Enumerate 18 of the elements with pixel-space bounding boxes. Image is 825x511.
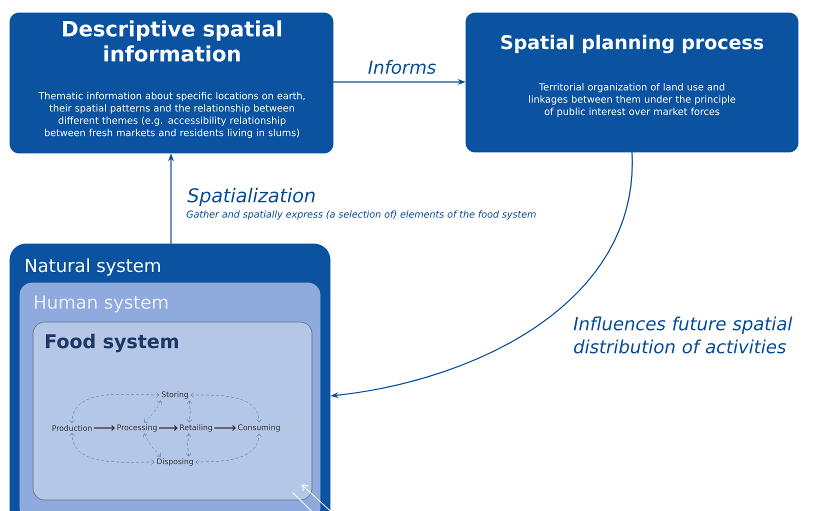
- arrow: [143, 433, 161, 457]
- arrow: [190, 392, 262, 422]
- arrow: [214, 425, 236, 431]
- arrow: [69, 432, 155, 465]
- arrow: [301, 484, 331, 511]
- edge-label: Influences future spatial distribution of activities: [574, 316, 792, 354]
- process-box: Spatial planning process Territorial organization of land use and linkages between them under the principle of public interest over market forces: [466, 12, 798, 152]
- arrow: [69, 392, 160, 424]
- process-box: Descriptive spatial information Thematic information about specific locations on earth, their spatial patterns and the relationship between different themes (e.g. accessibility relationship between fresh markets and residents living in slums): [10, 12, 334, 154]
- arrow: [144, 400, 162, 423]
- arrow: [94, 425, 116, 431]
- note-text: Gather and spatially express (a selection of) elements of the food system: [186, 210, 536, 220]
- arrow: [186, 434, 192, 456]
- arrow: [186, 400, 192, 422]
- arrow: [159, 425, 178, 431]
- edge-label: Informs: [368, 60, 436, 74]
- arrow: [195, 434, 262, 465]
- edge-label: Spatialization: [187, 188, 315, 206]
